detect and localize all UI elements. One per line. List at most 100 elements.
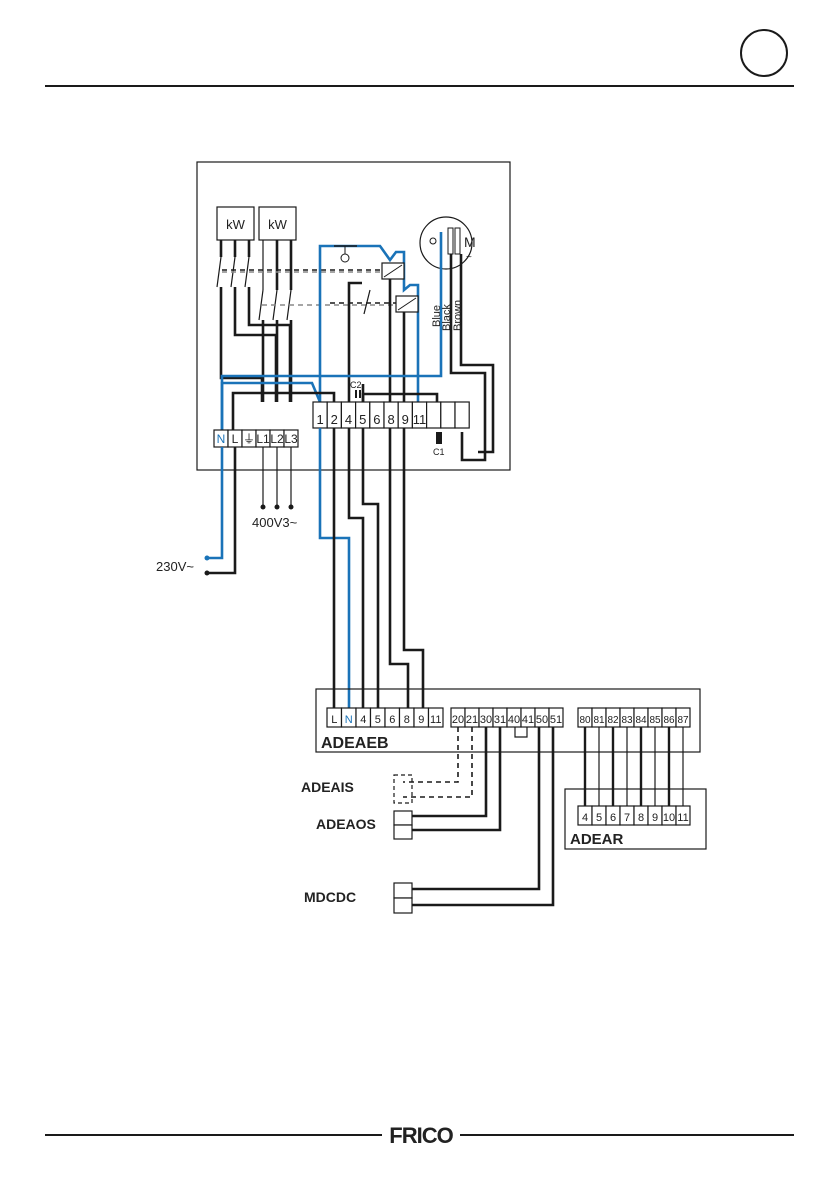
svg-text:7: 7 — [624, 812, 630, 824]
svg-text:4: 4 — [360, 714, 366, 726]
control-terminal: 8 — [383, 401, 399, 429]
adeaeb-terminal: 4 — [355, 707, 372, 728]
svg-text:5: 5 — [375, 714, 381, 726]
cable-5 — [361, 428, 380, 708]
adeaeb-terminal: 40 — [506, 707, 522, 728]
svg-text:40: 40 — [508, 714, 520, 726]
svg-text:L1: L1 — [256, 432, 270, 446]
svg-text:C1: C1 — [433, 447, 445, 457]
adear-terminal: 4 — [577, 805, 593, 826]
svg-text:20: 20 — [452, 714, 464, 726]
svg-text:8: 8 — [638, 812, 644, 824]
svg-text:83: 83 — [621, 715, 633, 726]
control-terminal: 5 — [355, 401, 371, 429]
adeais-device — [393, 774, 413, 804]
supply-terminal: N — [213, 429, 229, 448]
svg-text:N: N — [345, 714, 353, 726]
adeaeb-terminal: 9 — [413, 707, 430, 728]
adeaeb-terminal: N — [340, 707, 357, 728]
svg-text:80: 80 — [579, 715, 591, 726]
supply-point-l — [204, 570, 210, 576]
svg-text:kW: kW — [268, 217, 288, 232]
svg-text:10: 10 — [663, 812, 675, 824]
svg-text:11: 11 — [413, 412, 427, 427]
relay-2 — [395, 295, 419, 313]
svg-text:1: 1 — [316, 412, 323, 427]
capacitor-c1: C1 — [433, 432, 445, 457]
svg-text:2: 2 — [331, 412, 338, 427]
adeaeb-terminal: 84 — [633, 707, 649, 728]
supply-point-l2 — [274, 504, 280, 510]
adeaeb-terminal: 85 — [647, 707, 663, 728]
svg-text:9: 9 — [418, 714, 424, 726]
mdcdc-device — [393, 882, 413, 914]
adeaeb-terminal: 6 — [384, 707, 401, 728]
adeaeb-label: ADEAEB — [321, 735, 389, 752]
svg-text:L: L — [232, 432, 239, 446]
svg-text:L2: L2 — [270, 432, 284, 446]
svg-text:82: 82 — [607, 715, 619, 726]
supply-terminal: L1 — [255, 429, 271, 448]
adeais-label: ADEAIS — [301, 779, 354, 795]
wire-label-brown: Brown — [452, 300, 464, 331]
adeaeb-terminal: 41 — [520, 707, 536, 728]
wire-label-black: Black — [441, 304, 453, 331]
adeaeb-terminal: 83 — [619, 707, 635, 728]
supply-terminal: ⏚ — [241, 429, 257, 448]
cable-4 — [347, 428, 365, 708]
svg-text:⏚: ⏚ — [243, 432, 255, 446]
adear-terminal: 5 — [591, 805, 607, 826]
adeaeb-frame — [315, 688, 701, 753]
supply-point-l3 — [288, 504, 294, 510]
thermostat-icon — [334, 245, 357, 263]
svg-text:N: N — [217, 432, 226, 446]
adeaeb-terminal: 30 — [478, 707, 494, 728]
adeaeb-terminal: 21 — [464, 707, 480, 728]
svg-text:11: 11 — [430, 714, 441, 726]
svg-text:6: 6 — [373, 412, 380, 427]
svg-text:8: 8 — [387, 412, 394, 427]
motor: M ~ — [419, 216, 476, 270]
svg-text:86: 86 — [663, 715, 675, 726]
control-terminal — [426, 401, 442, 429]
supply-230v-label: 230V~ — [156, 559, 194, 574]
svg-text:L: L — [331, 714, 337, 726]
adeaos-device — [393, 810, 413, 840]
mdcdc-label: MDCDC — [304, 889, 356, 905]
svg-text:11: 11 — [677, 812, 688, 824]
relay-1 — [381, 262, 405, 280]
adeaeb-terminal: 5 — [369, 707, 386, 728]
svg-text:87: 87 — [677, 715, 689, 726]
adear-terminal: 6 — [605, 805, 621, 826]
svg-text:6: 6 — [610, 812, 616, 824]
heater-element-1: kW — [216, 206, 255, 241]
supply-terminal: L3 — [283, 429, 299, 448]
adeaeb-terminal: 31 — [492, 707, 508, 728]
supply-terminal: L — [227, 429, 243, 448]
svg-text:85: 85 — [649, 715, 661, 726]
jumper-40-41 — [514, 727, 528, 738]
control-terminal: 2 — [326, 401, 343, 429]
supply-terminal: L2 — [269, 429, 285, 448]
adeaeb-adear-links — [583, 727, 684, 806]
svg-text:30: 30 — [480, 714, 492, 726]
capacitor-c2: C2 — [350, 380, 362, 398]
supply-400v-label: 400V3~ — [252, 515, 298, 530]
adeaeb-terminal: 11 — [427, 707, 444, 728]
svg-text:~: ~ — [466, 252, 472, 263]
svg-text:8: 8 — [404, 714, 410, 726]
adear-frame — [564, 788, 707, 850]
adear-terminal: 8 — [633, 805, 649, 826]
svg-text:C2: C2 — [350, 380, 362, 390]
control-terminal: 6 — [369, 401, 385, 429]
adeaeb-terminal: 50 — [534, 707, 550, 728]
control-terminal: 9 — [397, 401, 414, 429]
adeaeb-terminal: 82 — [605, 707, 621, 728]
